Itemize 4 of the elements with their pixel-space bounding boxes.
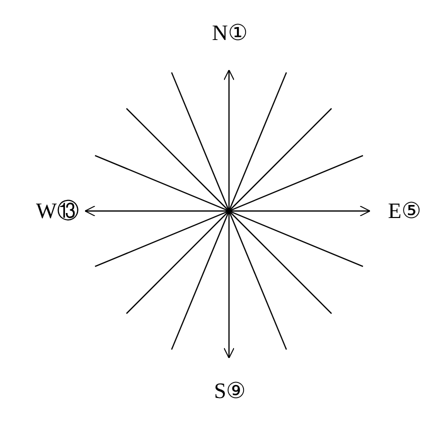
direction-label: S⑨ xyxy=(214,380,246,402)
direction-label: E⑤ xyxy=(388,200,422,222)
direction-label: W⑬ xyxy=(36,200,79,222)
direction-label: N① xyxy=(212,22,248,44)
